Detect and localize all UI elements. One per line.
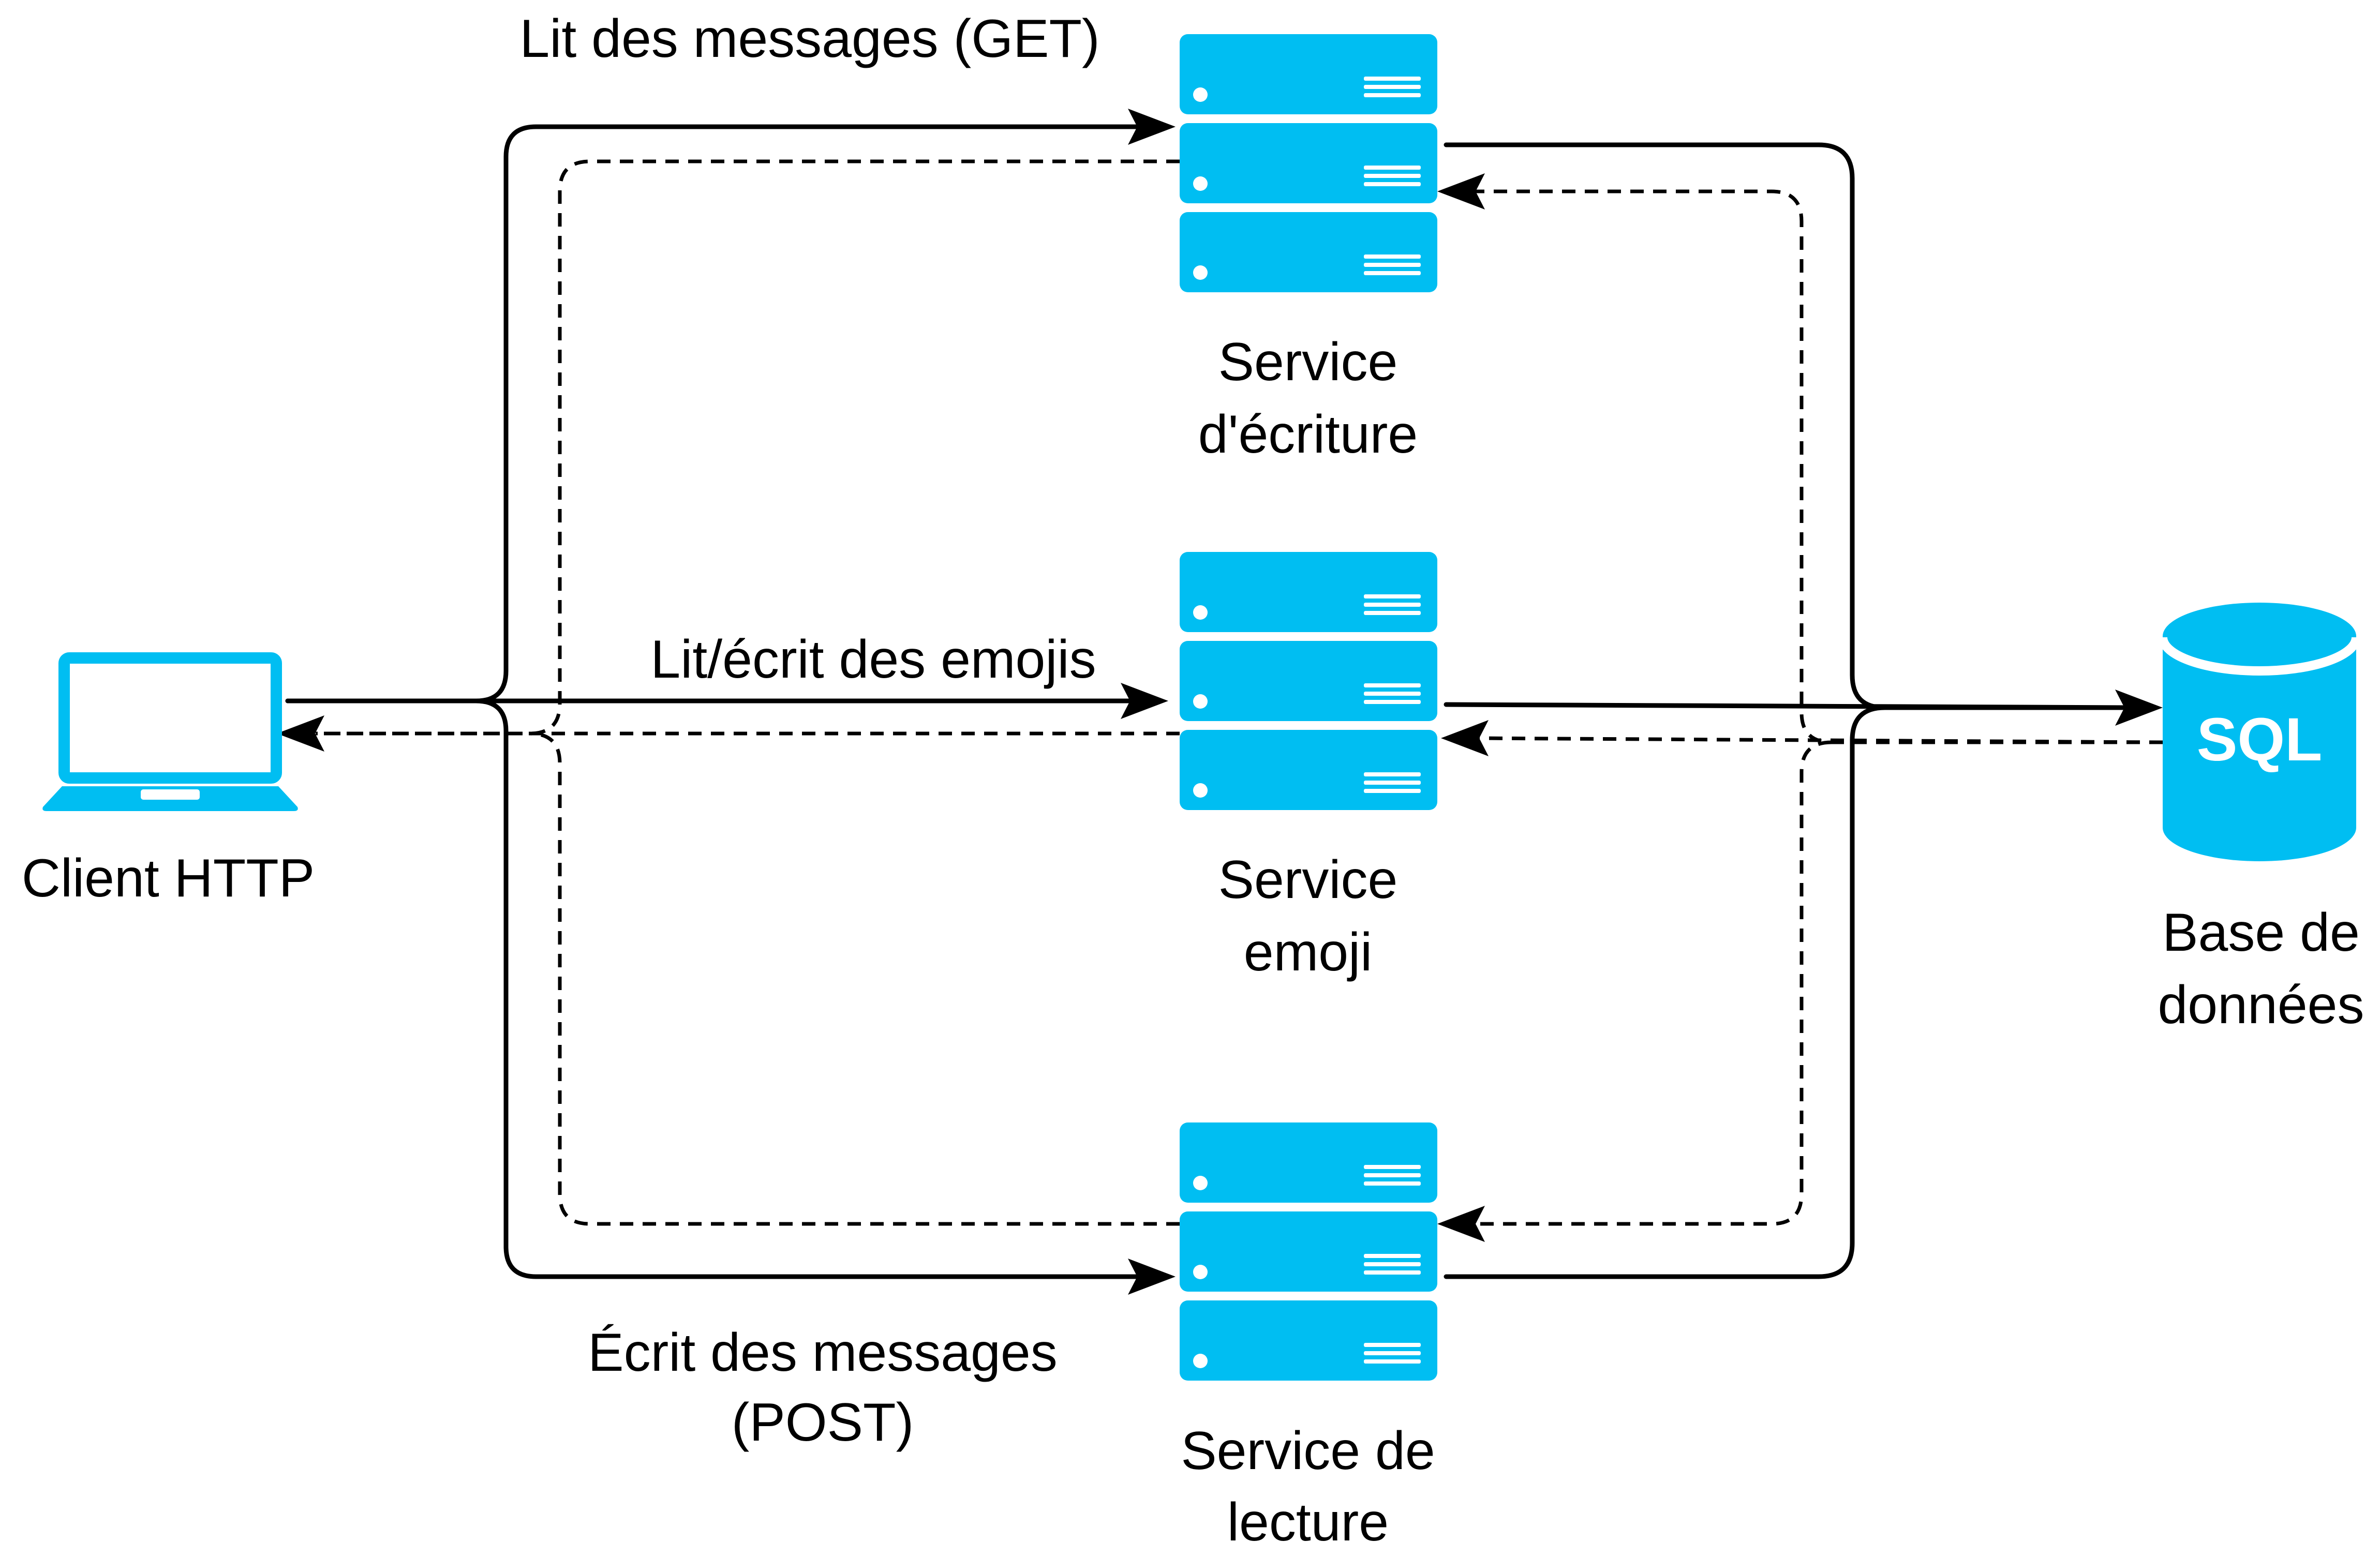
- edge-label-read-messages: Lit des messages (GET): [519, 9, 1099, 69]
- connector-emoji-service-to-database: [1444, 702, 2134, 710]
- read-service-node: Service de lecture: [1180, 1122, 1437, 1552]
- connector-client-to-write-service: [285, 124, 1146, 703]
- write-service-node: Service d'écriture: [1180, 34, 1437, 465]
- arrowhead-response-to-emoji-service: [1441, 720, 1489, 756]
- arrowhead-to-write-service: [1128, 109, 1176, 145]
- client-label: Client HTTP: [22, 848, 315, 908]
- server-icon: [1180, 1122, 1437, 1381]
- database-icon-text: SQL: [2197, 706, 2323, 774]
- server-icon: [1180, 34, 1437, 292]
- edge-label-emojis: Lit/écrit des emojis: [650, 630, 1096, 690]
- connector-database-to-write-service: [1475, 189, 2163, 744]
- connector-client-to-read-service: [473, 698, 1146, 1279]
- read-service-label-line1: Service de: [1181, 1421, 1435, 1481]
- arrowheads: [277, 109, 2163, 1295]
- arrowhead-to-database: [2115, 690, 2163, 726]
- emoji-service-label-line2: emoji: [1244, 922, 1373, 982]
- database-icon: [2158, 603, 2361, 861]
- arrowhead-response-to-write-service: [1437, 173, 1485, 209]
- emoji-service-node: Service emoji: [1180, 552, 1437, 982]
- edge-label-write-messages-line1: Écrit des messages: [588, 1323, 1057, 1383]
- arrowhead-to-read-service: [1128, 1259, 1176, 1295]
- request-connectors: [285, 124, 2134, 1279]
- connector-read-service-to-client: [529, 731, 1180, 1226]
- connector-read-service-to-database: [1444, 705, 1887, 1279]
- connector-write-service-to-database: [1444, 142, 2134, 710]
- arrowhead-response-to-client: [277, 715, 324, 752]
- emoji-service-label-line1: Service: [1218, 850, 1398, 910]
- arrowhead-to-emoji-service: [1121, 683, 1168, 719]
- response-connectors: [316, 159, 2163, 1226]
- database-label-line2: données: [2158, 975, 2364, 1035]
- connector-write-service-to-client: [316, 159, 1180, 736]
- connector-database-to-read-service: [1475, 740, 1832, 1226]
- laptop-icon: [42, 652, 298, 811]
- write-service-label-line2: d'écriture: [1198, 405, 1418, 465]
- edge-labels: Lit des messages (GET) Lit/écrit des emo…: [519, 9, 1099, 1453]
- read-service-label-line2: lecture: [1227, 1492, 1389, 1552]
- arrowhead-response-to-read-service: [1437, 1206, 1485, 1242]
- database-node: SQL Base de données: [2158, 603, 2364, 1035]
- write-service-label-line1: Service: [1218, 332, 1398, 392]
- edge-label-write-messages-line2: (POST): [732, 1393, 914, 1453]
- database-label-line1: Base de: [2162, 903, 2360, 963]
- server-icon: [1180, 552, 1437, 810]
- client-node: Client HTTP: [22, 652, 315, 908]
